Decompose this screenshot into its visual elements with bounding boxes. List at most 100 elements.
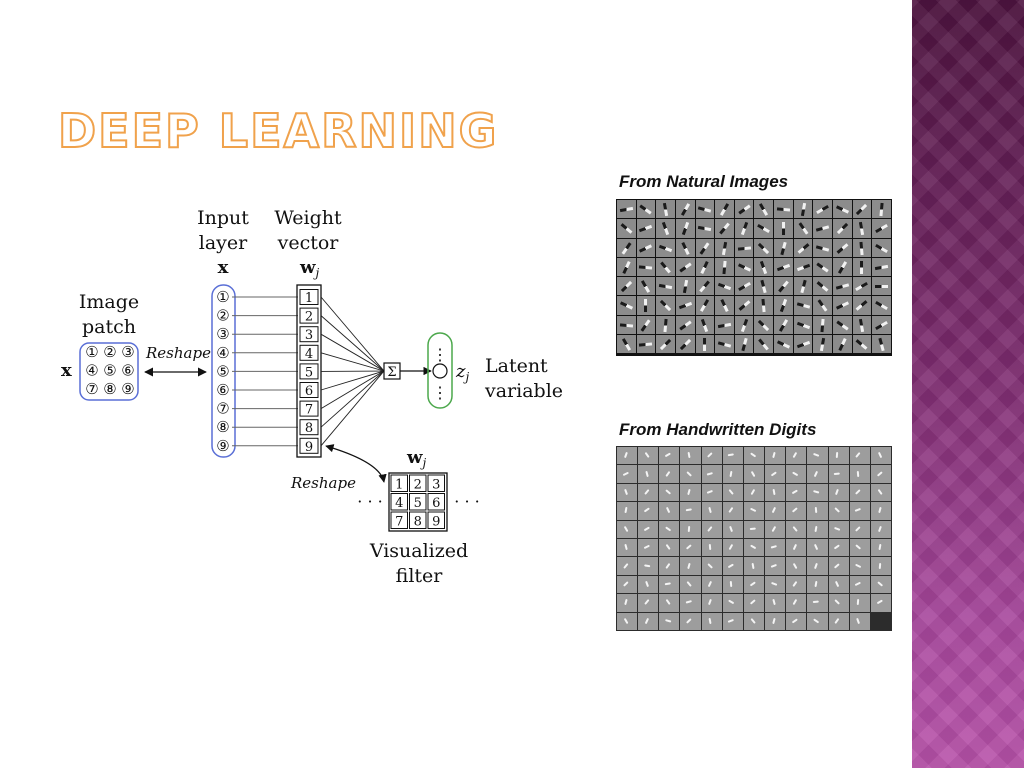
weight-vector-symbol: wj: [299, 257, 320, 280]
natural-filter-thumbnail: [636, 257, 656, 276]
sum-symbol: Σ: [387, 365, 396, 380]
natural-filter-thumbnail: [734, 200, 754, 219]
natural-filter-thumbnail: [617, 200, 636, 219]
digit-filter-thumbnail: [849, 594, 870, 612]
natural-filter-thumbnail: [852, 200, 872, 219]
natural-filter-thumbnail: [675, 257, 695, 276]
weight-cell: 6: [305, 384, 313, 399]
natural-filter-thumbnail: [813, 238, 833, 257]
digit-filter-thumbnail: [743, 520, 765, 538]
digit-filter-thumbnail: [638, 483, 659, 502]
digit-filter-thumbnail: [701, 483, 722, 502]
natural-filter-thumbnail: [793, 238, 813, 257]
natural-filter-thumbnail: [754, 238, 774, 257]
natural-filter-thumbnail: [872, 334, 891, 353]
natural-filter-thumbnail: [754, 315, 774, 334]
natural-filter-thumbnail: [656, 200, 675, 219]
natural-filter-thumbnail: [852, 238, 872, 257]
natural-filter-thumbnail: [774, 257, 793, 276]
digit-filter-thumbnail: [786, 594, 807, 612]
natural-filter-thumbnail: [675, 238, 695, 257]
digit-filter-thumbnail: [786, 447, 807, 465]
weight-cell-box: [299, 326, 319, 343]
digit-filter-thumbnail: [680, 447, 701, 465]
natural-filter-thumbnail: [636, 334, 656, 353]
digit-filter-thumbnail: [638, 612, 659, 630]
digit-filter-thumbnail: [786, 520, 807, 538]
filter-ellipsis-right: · · ·: [454, 492, 479, 511]
digit-filter-thumbnail: [638, 594, 659, 612]
natural-filter-thumbnail: [852, 334, 872, 353]
fan-line: [320, 370, 385, 447]
input-node: ⑥: [216, 381, 229, 399]
digit-filter-thumbnail: [638, 575, 659, 594]
natural-filter-thumbnail: [734, 219, 754, 238]
fan-line: [320, 333, 385, 372]
natural-filter-thumbnail: [656, 277, 675, 296]
handwritten-digits-label: From Handwritten Digits: [619, 420, 817, 439]
image-patch-label-line2: patch: [82, 316, 136, 338]
slide-title: Deep Learning: [57, 103, 499, 159]
digit-filter-thumbnail: [743, 575, 765, 594]
natural-filter-thumbnail: [715, 334, 734, 353]
weight-cell-box: [299, 307, 319, 324]
filter-ellipsis-left: · · ·: [357, 492, 382, 511]
natural-filter-thumbnail: [833, 296, 852, 315]
latent-label-line2: variable: [484, 380, 563, 402]
digit-filter-thumbnail: [680, 557, 701, 575]
filter-cell-box: [409, 474, 427, 492]
input-weight-connections: [232, 296, 298, 447]
natural-filter-thumbnail: [734, 334, 754, 353]
natural-filter-thumbnail: [656, 334, 675, 353]
digit-filter-thumbnail: [765, 612, 786, 630]
natural-filter-thumbnail: [852, 315, 872, 334]
natural-filter-thumbnail: [833, 238, 852, 257]
digit-filter-thumbnail: [617, 538, 638, 557]
weight-cell: 9: [305, 440, 313, 455]
input-node: ⑤: [216, 362, 229, 380]
filter-cell: 2: [414, 478, 422, 493]
digit-filter-thumbnail: [722, 502, 743, 520]
fan-line: [320, 370, 385, 391]
latent-label-line1: Latent: [485, 355, 548, 377]
filter-cell-box: [409, 493, 427, 511]
reshape-label-right: Reshape: [290, 474, 356, 492]
digit-filter-thumbnail: [807, 594, 828, 612]
filter-cell-box: [427, 493, 445, 511]
digit-filter-thumbnail: [659, 447, 680, 465]
digit-filter-thumbnail: [617, 502, 638, 520]
digit-filter-thumbnail: [870, 520, 891, 538]
digit-filter-thumbnail: [701, 612, 722, 630]
patch-cell: ⑥: [121, 362, 134, 380]
natural-filter-thumbnail: [715, 257, 734, 276]
digit-filter-thumbnail: [659, 502, 680, 520]
natural-filter-thumbnail: [793, 334, 813, 353]
input-vector-symbol: x: [218, 257, 229, 278]
digit-filter-thumbnail: [849, 520, 870, 538]
natural-filter-thumbnail: [636, 315, 656, 334]
input-node: ⑨: [216, 437, 229, 455]
digit-filter-thumbnail: [828, 502, 849, 520]
natural-filter-thumbnail: [872, 238, 891, 257]
digit-filter-thumbnail: [617, 465, 638, 483]
natural-filter-thumbnail: [754, 257, 774, 276]
digit-filter-thumbnail: [849, 465, 870, 483]
natural-filter-thumbnail: [734, 257, 754, 276]
natural-filter-thumbnail: [656, 296, 675, 315]
weight-cell-box: [299, 400, 319, 417]
digit-filter-thumbnail: [765, 538, 786, 557]
natural-filter-thumbnail: [734, 296, 754, 315]
natural-filter-thumbnail: [695, 238, 715, 257]
digit-filter-thumbnail: [722, 483, 743, 502]
digit-filter-thumbnail: [617, 557, 638, 575]
digit-filter-thumbnail: [828, 594, 849, 612]
natural-filter-thumbnail: [734, 315, 754, 334]
digit-filter-thumbnail: [870, 483, 891, 502]
natural-filter-thumbnail: [774, 238, 793, 257]
digit-filter-thumbnail: [765, 520, 786, 538]
digit-filter-thumbnail: [722, 557, 743, 575]
filter-cell: 3: [432, 478, 440, 493]
digit-filter-thumbnail: [765, 447, 786, 465]
digit-filter-thumbnail: [849, 575, 870, 594]
digit-filter-thumbnail: [701, 594, 722, 612]
